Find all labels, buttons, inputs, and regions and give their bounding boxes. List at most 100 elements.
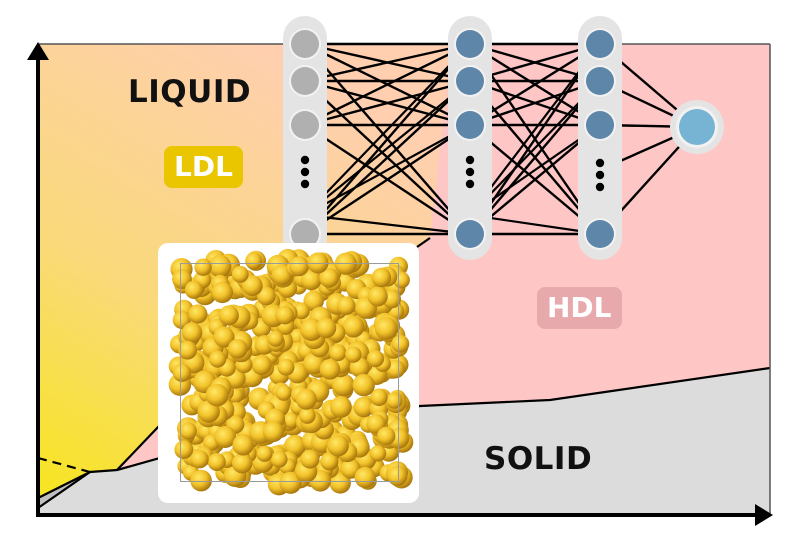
atom xyxy=(320,452,339,471)
hdl-badge: HDL xyxy=(537,287,622,329)
atom xyxy=(329,344,347,362)
atom xyxy=(329,472,351,494)
node-output xyxy=(679,109,715,145)
atom xyxy=(393,271,410,289)
node-input xyxy=(291,67,319,95)
atom xyxy=(371,267,392,288)
atom xyxy=(241,275,263,297)
atom xyxy=(315,317,337,339)
atom xyxy=(352,374,375,397)
atom xyxy=(300,449,320,469)
atom xyxy=(342,316,365,338)
atom xyxy=(367,286,388,307)
node-hidden-1 xyxy=(456,220,484,248)
atom xyxy=(330,396,352,418)
node-hidden-1 xyxy=(456,30,484,58)
atom xyxy=(214,426,237,448)
y-axis-arrowhead xyxy=(27,42,49,60)
atom xyxy=(303,352,325,375)
atom xyxy=(332,373,355,397)
nn-connection xyxy=(304,123,471,236)
atom xyxy=(377,426,396,446)
solid-label: SOLID xyxy=(484,441,593,477)
atom xyxy=(353,396,375,418)
atom xyxy=(299,407,316,424)
atom xyxy=(307,252,329,274)
node-input xyxy=(291,220,319,248)
node-hidden-2 xyxy=(586,220,614,248)
nn-connection xyxy=(304,43,471,235)
atom xyxy=(218,305,239,326)
ellipsis-dot xyxy=(465,179,475,189)
atom xyxy=(227,339,248,359)
atom xyxy=(174,440,194,459)
neural-network xyxy=(283,16,724,260)
atom xyxy=(190,450,209,469)
widom-dashed-line xyxy=(37,456,91,474)
atom xyxy=(190,469,212,492)
atom xyxy=(370,388,388,407)
ellipsis-dot xyxy=(595,158,605,168)
atom xyxy=(184,280,203,299)
atom xyxy=(262,421,284,443)
atom xyxy=(194,258,212,276)
liquid-label: LIQUID xyxy=(128,74,252,110)
atom xyxy=(256,445,273,462)
simulation-box-outline xyxy=(180,263,399,482)
atom xyxy=(391,334,410,353)
atom xyxy=(251,355,272,375)
nn-connection xyxy=(304,42,471,127)
atom xyxy=(282,412,299,429)
atom xyxy=(354,466,376,489)
node-input xyxy=(291,111,319,139)
atom xyxy=(275,305,295,325)
atom xyxy=(256,286,276,306)
atom xyxy=(279,471,302,494)
atom xyxy=(208,254,232,278)
node-hidden-2 xyxy=(586,30,614,58)
atom xyxy=(275,384,292,401)
nn-connection xyxy=(304,42,471,83)
atom xyxy=(284,434,306,457)
nn-connection xyxy=(304,80,471,216)
atom xyxy=(188,304,208,324)
node-hidden-2 xyxy=(586,67,614,95)
nn-connection xyxy=(304,79,471,127)
atom xyxy=(277,358,295,376)
atom xyxy=(209,350,227,368)
atom xyxy=(327,434,349,457)
atom xyxy=(231,452,253,474)
atom xyxy=(211,281,233,304)
atom xyxy=(231,265,249,283)
atom-cluster xyxy=(168,248,414,496)
atom xyxy=(205,383,229,407)
atom xyxy=(270,450,288,468)
nn-connection xyxy=(304,43,471,216)
node-hidden-2 xyxy=(586,111,614,139)
ellipsis-dot xyxy=(595,182,605,192)
nn-connection xyxy=(304,124,471,216)
atom xyxy=(245,252,263,270)
nn-connection xyxy=(304,80,471,235)
atom xyxy=(336,296,356,316)
ellipsis-dot xyxy=(300,167,310,177)
atom xyxy=(387,465,408,486)
ldl-badge: LDL xyxy=(164,146,243,188)
node-hidden-1 xyxy=(456,67,484,95)
atom xyxy=(289,256,309,277)
atom xyxy=(366,350,385,368)
atom xyxy=(172,363,192,382)
atom xyxy=(319,267,339,288)
atom xyxy=(179,422,197,440)
ellipsis-dot xyxy=(465,155,475,165)
ellipsis-dot xyxy=(300,179,310,189)
atom xyxy=(374,317,398,340)
x-axis-arrowhead xyxy=(755,504,773,526)
atom xyxy=(181,322,203,343)
atom xyxy=(207,453,226,471)
atom xyxy=(319,359,341,380)
atom xyxy=(213,326,235,348)
ellipsis-dot xyxy=(465,167,475,177)
node-input xyxy=(291,30,319,58)
